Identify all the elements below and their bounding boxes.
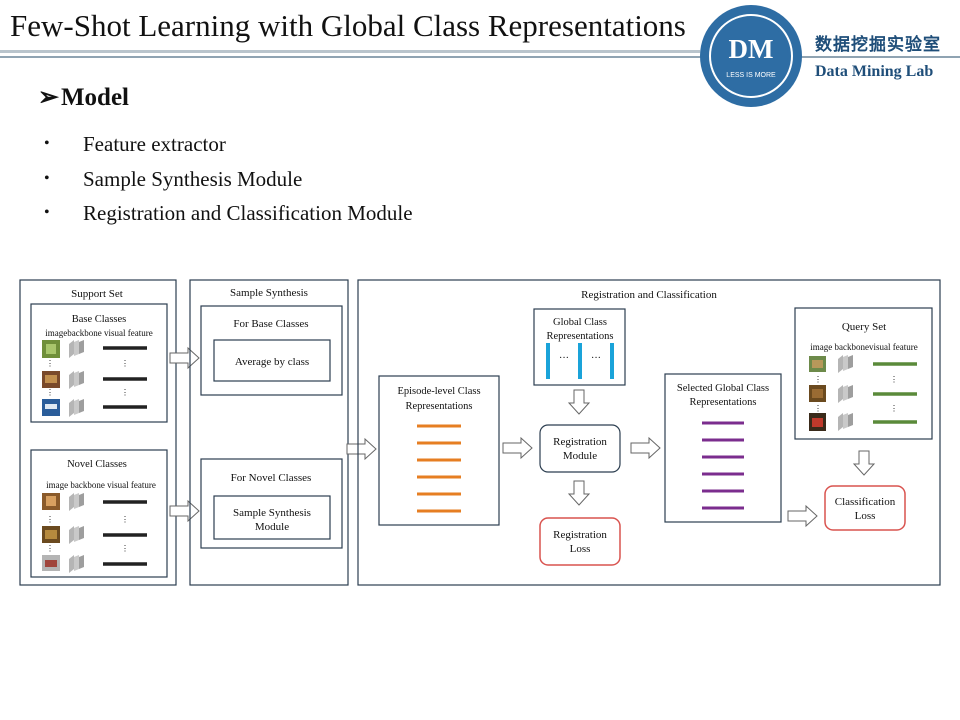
- title-rule: [0, 50, 700, 53]
- classification-loss-box: [824, 485, 906, 531]
- backbone-icon: [838, 413, 853, 431]
- hollow-arrow-icon: [502, 437, 533, 459]
- sample-synthesis-module-box: [213, 495, 331, 540]
- backbone-icon: [69, 340, 84, 358]
- svg-text:Loss: Loss: [855, 510, 876, 522]
- svg-text:⋮: ⋮: [46, 359, 54, 368]
- base-classes-frame: [30, 303, 168, 423]
- bullet-item: •Feature extractor: [44, 132, 226, 156]
- support-set-title: Support Set: [71, 288, 123, 300]
- svg-text:Episode-level Class: Episode-level Class: [397, 386, 480, 397]
- svg-text:⋮: ⋮: [121, 544, 129, 553]
- for-base-classes-title: For Base Classes: [233, 318, 308, 330]
- svg-text:Representations: Representations: [689, 397, 756, 408]
- hollow-arrow-icon: [568, 480, 590, 506]
- novel-classes-title: Novel Classes: [67, 459, 127, 470]
- registration-classification-frame: [357, 279, 941, 586]
- query-set-title: Query Set: [842, 321, 886, 333]
- logo-motto: LESS IS MORE: [726, 72, 776, 79]
- svg-text:⋮: ⋮: [890, 375, 898, 384]
- svg-text:⋮: ⋮: [121, 359, 129, 368]
- svg-text:Loss: Loss: [570, 543, 591, 555]
- svg-text:Sample Synthesis: Sample Synthesis: [233, 507, 311, 519]
- for-base-classes-frame: [200, 305, 343, 396]
- for-novel-classes-frame: [200, 458, 343, 549]
- svg-text:⋮: ⋮: [890, 404, 898, 413]
- query-set-header: image backbonevisual feature: [810, 342, 917, 352]
- registration-loss-box: [539, 517, 621, 566]
- svg-text:Selected Global Class: Selected Global Class: [677, 383, 769, 394]
- selected-global-class-box: [664, 373, 782, 523]
- svg-text:⋮: ⋮: [814, 375, 822, 384]
- section-heading: ➢Model: [38, 82, 129, 112]
- title-underline: [0, 56, 960, 58]
- svg-text:Module: Module: [255, 521, 289, 533]
- bullet-item: •Sample Synthesis Module: [44, 166, 303, 191]
- svg-text:Classification: Classification: [835, 496, 896, 508]
- dm-logo: DM LESS IS MORE: [700, 5, 802, 107]
- svg-text:⋮: ⋮: [814, 404, 822, 413]
- backbone-icon: [69, 399, 84, 417]
- for-novel-classes-title: For Novel Classes: [231, 472, 312, 484]
- backbone-icon: [838, 385, 853, 403]
- hollow-arrow-icon: [630, 437, 661, 459]
- svg-text:···: ···: [559, 353, 569, 364]
- base-classes-header: imagebackbone visual feature: [45, 328, 152, 338]
- svg-text:···: ···: [591, 353, 601, 364]
- sample-synthesis-frame: [189, 279, 349, 586]
- hollow-arrow-icon: [853, 450, 875, 476]
- novel-classes-header: image backbone visual feature: [46, 480, 156, 490]
- svg-text:Representations: Representations: [546, 331, 613, 342]
- arrow-bullet-icon: ➢: [38, 84, 59, 111]
- registration-classification-title: Registration and Classification: [581, 289, 717, 301]
- hollow-arrow-icon: [169, 500, 200, 522]
- svg-text:Registration: Registration: [553, 436, 607, 448]
- bullet-item: •Registration and Classification Module: [44, 201, 413, 225]
- backbone-icon: [69, 555, 84, 573]
- support-set-frame: [19, 279, 177, 586]
- slide-title: Few-Shot Learning with Global Class Repr…: [10, 8, 686, 43]
- sample-synthesis-title: Sample Synthesis: [230, 287, 308, 299]
- svg-text:Global Class: Global Class: [553, 317, 607, 328]
- global-class-representations-box: [533, 308, 626, 386]
- svg-text:Representations: Representations: [405, 401, 472, 412]
- average-by-class-box: [213, 339, 331, 382]
- query-set-frame: [794, 307, 933, 440]
- hollow-arrow-icon: [169, 347, 200, 369]
- novel-classes-frame: [30, 449, 168, 578]
- backbone-icon: [69, 493, 84, 511]
- svg-text:⋮: ⋮: [121, 388, 129, 397]
- lab-name-chinese: 数据挖掘实验室: [815, 35, 941, 55]
- hollow-arrow-icon: [346, 438, 377, 460]
- bullet-list: •Feature extractor •Sample Synthesis Mod…: [44, 130, 413, 234]
- backbone-icon: [69, 371, 84, 389]
- model-diagram: Support Set Base Classes imagebackbone v…: [19, 279, 941, 586]
- registration-module-box: [539, 424, 621, 473]
- hollow-arrow-icon: [787, 505, 818, 527]
- section-title: Model: [60, 84, 129, 111]
- svg-text:⋮: ⋮: [46, 388, 54, 397]
- backbone-icon: [838, 355, 853, 373]
- svg-text:⋮: ⋮: [46, 515, 54, 524]
- svg-text:Module: Module: [563, 450, 597, 462]
- base-classes-title: Base Classes: [72, 314, 127, 325]
- svg-text:⋮: ⋮: [46, 544, 54, 553]
- episode-level-class-box: [378, 375, 500, 526]
- lab-name-english: Data Mining Lab: [815, 63, 934, 80]
- average-by-class-label: Average by class: [235, 356, 309, 368]
- svg-text:Registration: Registration: [553, 529, 607, 541]
- logo-monogram: DM: [729, 34, 774, 64]
- svg-text:⋮: ⋮: [121, 515, 129, 524]
- hollow-arrow-icon: [568, 389, 590, 415]
- backbone-icon: [69, 526, 84, 544]
